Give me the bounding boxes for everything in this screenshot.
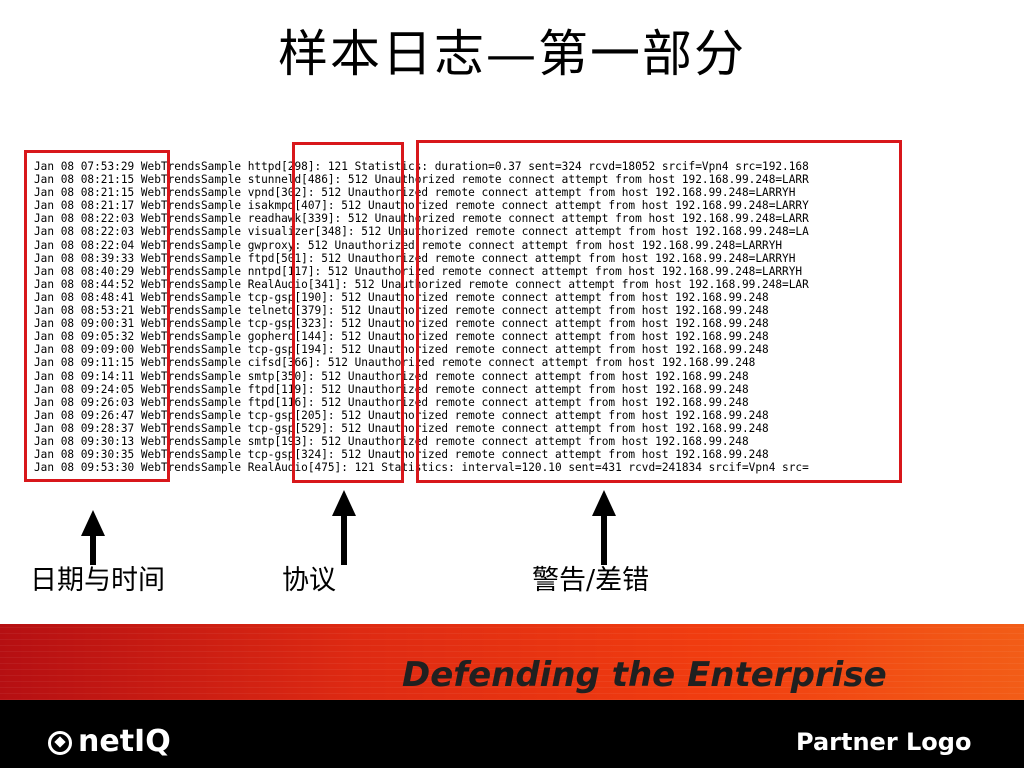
log-row: Jan 08 09:30:13 WebTrendsSample smtp[193… bbox=[34, 434, 749, 448]
log-row: Jan 08 09:30:35 WebTrendsSample tcp-gsp[… bbox=[34, 448, 769, 462]
log-row: Jan 08 09:00:31 WebTrendsSample tcp-gsp[… bbox=[34, 317, 769, 331]
datetime-highlight-box bbox=[24, 150, 170, 482]
protocol-arrow-shaft bbox=[341, 515, 347, 565]
alert-arrow-icon bbox=[592, 490, 616, 516]
log-row: Jan 08 08:40:29 WebTrendsSample nntpd[11… bbox=[34, 264, 803, 278]
log-row: Jan 08 09:24:05 WebTrendsSample ftpd[119… bbox=[34, 382, 749, 396]
log-row: Jan 08 09:11:15 WebTrendsSample cifsd[36… bbox=[34, 356, 756, 370]
netiq-logo: netIQ bbox=[48, 724, 171, 759]
log-row: Jan 08 08:48:41 WebTrendsSample tcp-gsp[… bbox=[34, 290, 769, 304]
log-row: Jan 08 09:09:00 WebTrendsSample tcp-gsp[… bbox=[34, 343, 769, 357]
log-row: Jan 08 09:26:47 WebTrendsSample tcp-gsp[… bbox=[34, 408, 769, 422]
tagline-band bbox=[0, 624, 1024, 700]
partner-logo: Partner Logo bbox=[796, 728, 972, 756]
datetime-label: 日期与时间 bbox=[30, 565, 165, 596]
log-row: Jan 08 09:26:03 WebTrendsSample ftpd[116… bbox=[34, 395, 749, 409]
log-listing: Jan 08 07:53:29 WebTrendsSample httpd[29… bbox=[34, 160, 978, 474]
log-row: Jan 08 08:21:15 WebTrendsSample vpnd[302… bbox=[34, 186, 796, 200]
alert-highlight-box bbox=[416, 140, 902, 483]
log-row: Jan 08 08:22:04 WebTrendsSample gwproxy:… bbox=[34, 238, 783, 252]
alert-arrow-shaft bbox=[601, 515, 607, 565]
tagline: Defending the Enterprise bbox=[402, 655, 887, 695]
protocol-arrow-icon bbox=[332, 490, 356, 516]
log-row: Jan 08 08:22:03 WebTrendsSample visualiz… bbox=[34, 225, 809, 239]
log-row: Jan 08 09:05:32 WebTrendsSample gopherd[… bbox=[34, 330, 769, 344]
log-row: Jan 08 08:21:15 WebTrendsSample stunneld… bbox=[34, 173, 809, 187]
log-row: Jan 08 09:14:11 WebTrendsSample smtp[350… bbox=[34, 369, 749, 383]
datetime-arrow-icon bbox=[81, 510, 105, 536]
netiq-logo-text: netIQ bbox=[78, 724, 171, 759]
log-row: Jan 08 08:39:33 WebTrendsSample ftpd[501… bbox=[34, 251, 796, 265]
log-row: Jan 08 09:28:37 WebTrendsSample tcp-gsp[… bbox=[34, 421, 769, 435]
netiq-logo-icon bbox=[48, 731, 72, 755]
footer-bar bbox=[0, 700, 1024, 768]
datetime-arrow-shaft bbox=[90, 535, 96, 565]
log-row: Jan 08 08:21:17 WebTrendsSample isakmpd[… bbox=[34, 199, 809, 213]
page-title: 样本日志—第一部分 bbox=[278, 25, 746, 83]
log-row: Jan 08 08:53:21 WebTrendsSample telnetd[… bbox=[34, 304, 769, 318]
alert-label: 警告/差错 bbox=[532, 565, 650, 596]
protocol-highlight-box bbox=[292, 142, 404, 483]
protocol-label: 协议 bbox=[282, 565, 336, 596]
log-row: Jan 08 07:53:29 WebTrendsSample httpd[29… bbox=[34, 160, 809, 173]
